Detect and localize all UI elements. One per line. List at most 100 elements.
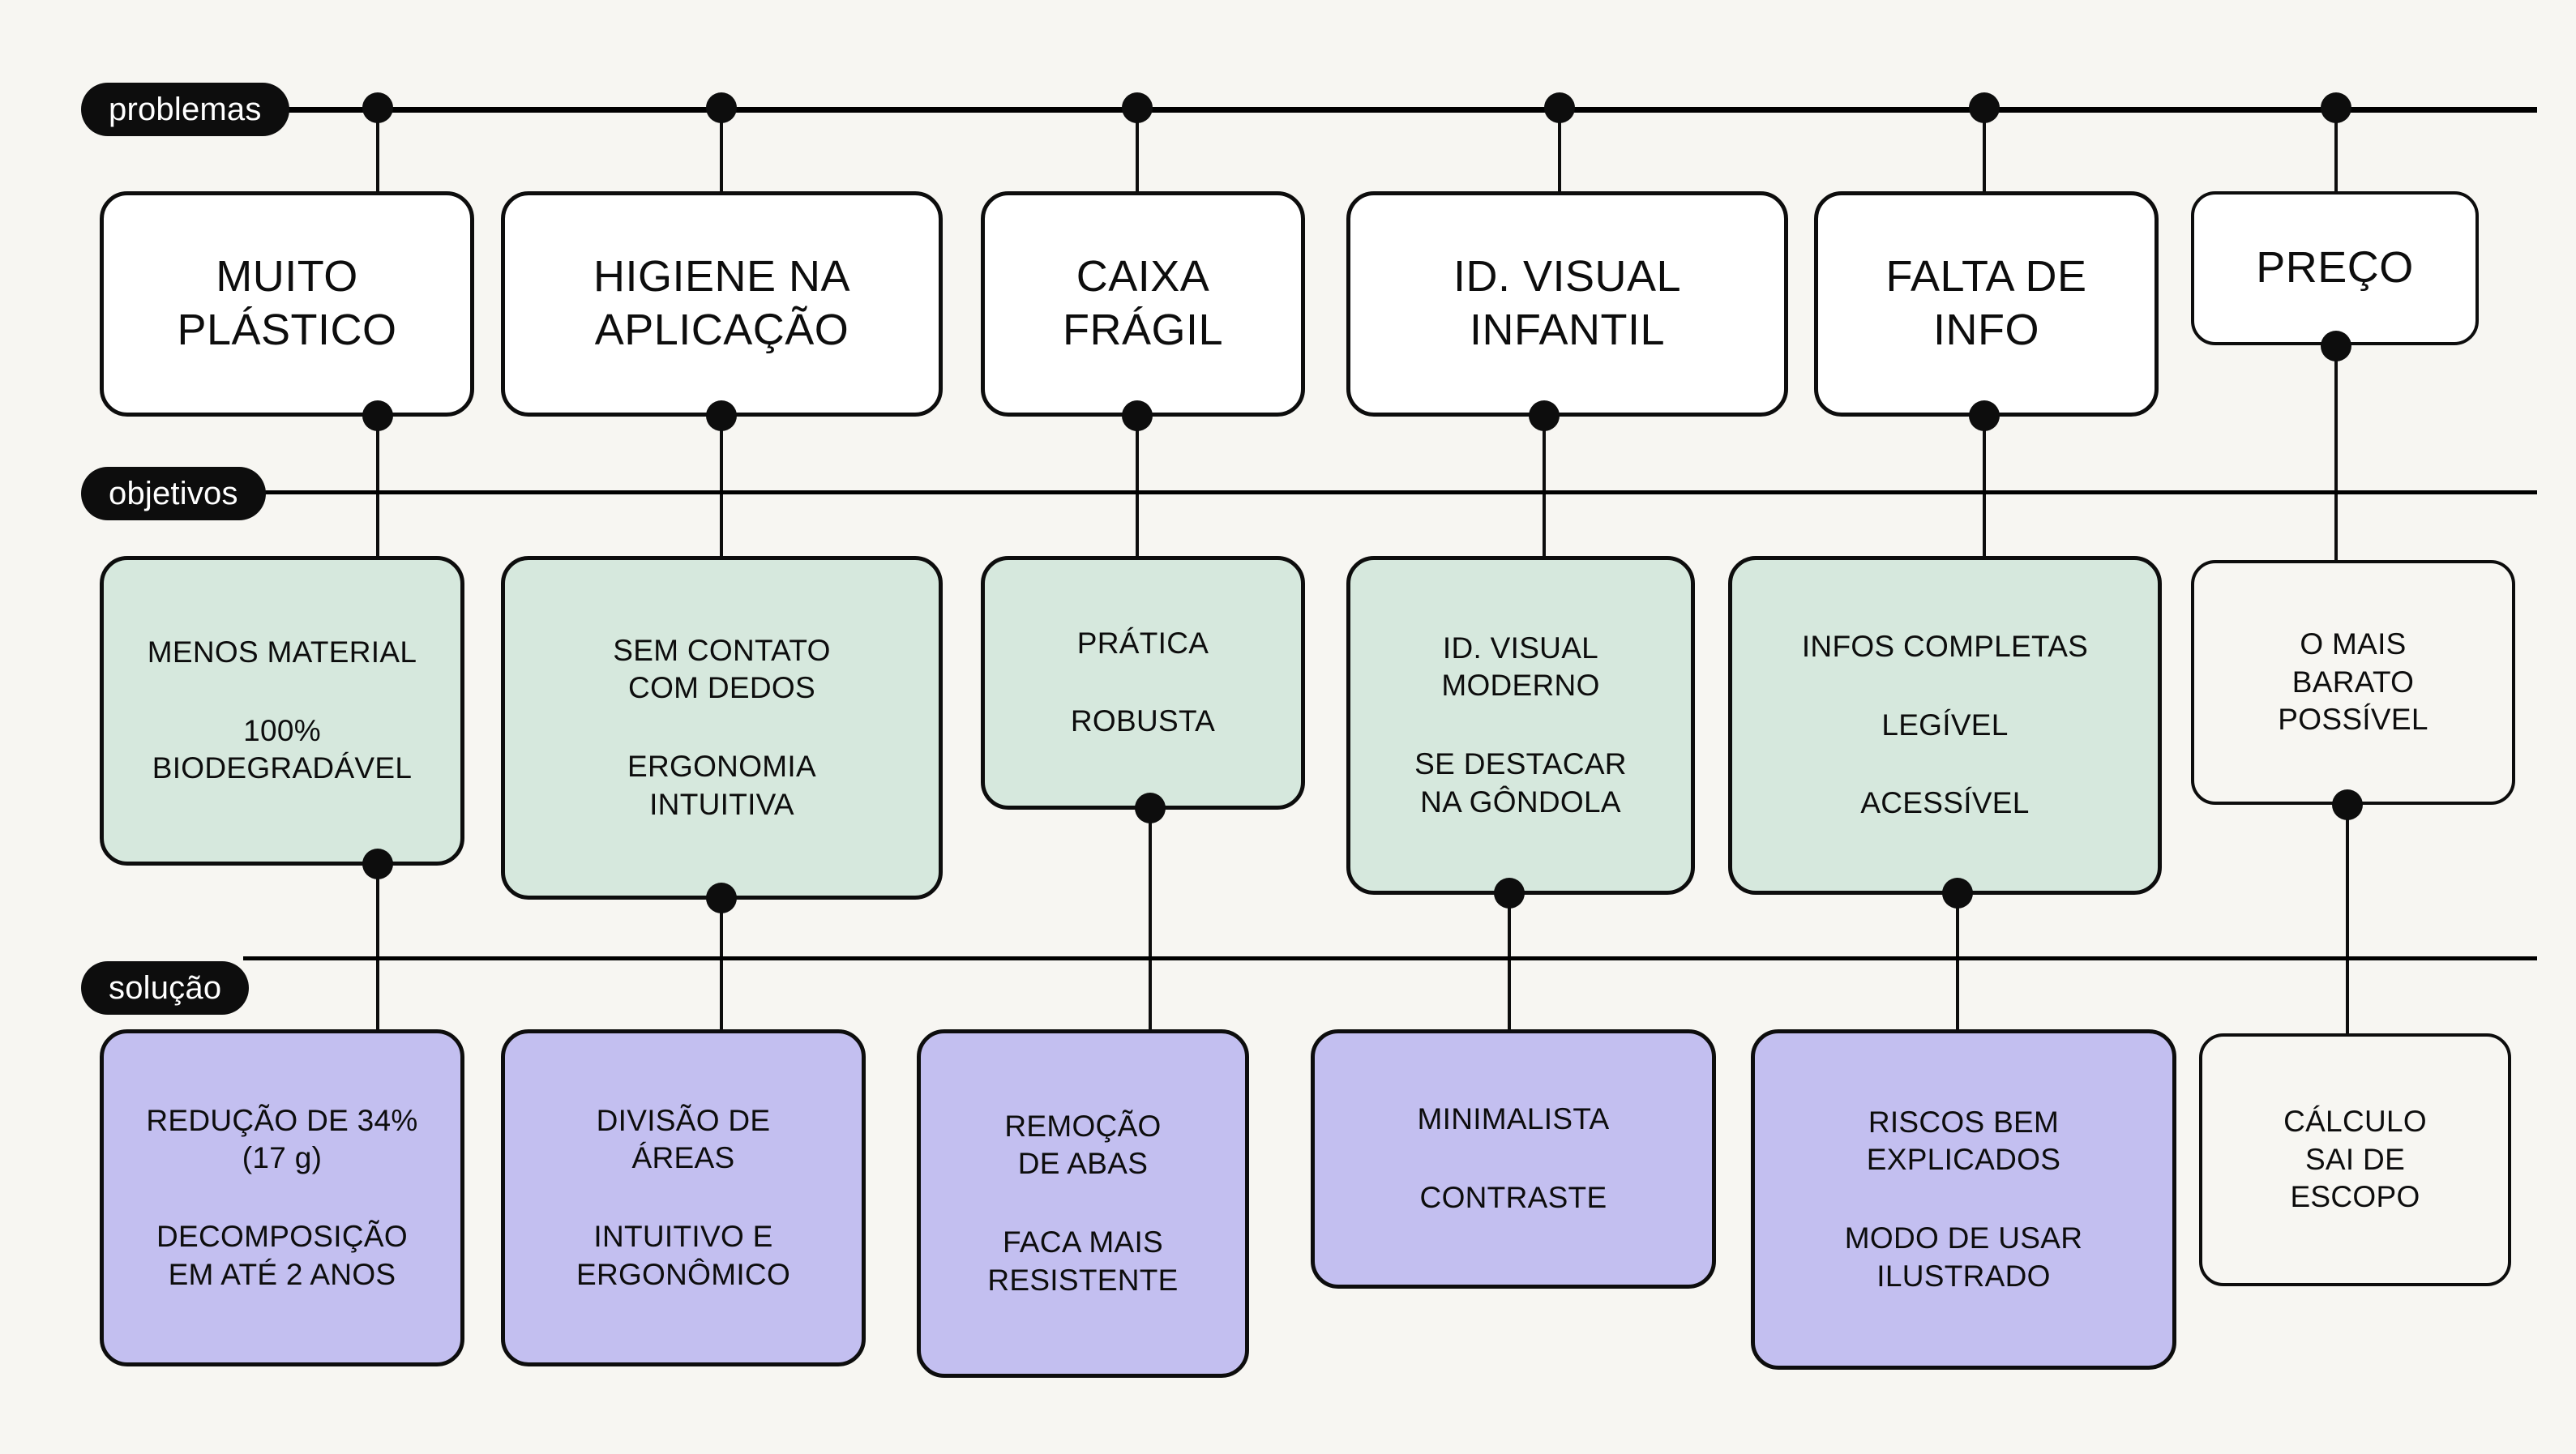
card-block: DIVISÃO DE ÁREAS [597,1102,771,1178]
card-line: INFO [1933,306,2039,354]
band-label-text: problemas [109,91,262,127]
card-block: RISCOS BEM EXPLICADOS [1867,1104,2060,1179]
card-line: HIGIENE NA [593,252,851,301]
connector-c3-problem-to-objective [1136,416,1139,558]
card-line: FRÁGIL [1062,306,1224,354]
band-label-solucao: solução [81,961,250,1015]
connector-c2-problem-to-objective [720,416,723,558]
rule-problemas [243,107,2537,113]
connector-c6-problem-down [2334,110,2338,193]
node-dot-c5-objective-bottom [1942,878,1973,909]
rule-objetivos [243,490,2537,494]
band-label-objetivos: objetivos [81,467,266,520]
node-dot-c6-problem-bottom [2321,331,2351,361]
solution-card-info[interactable]: RISCOS BEM EXPLICADOS MODO DE USAR ILUST… [1751,1029,2176,1370]
card-block: CÁLCULO SAI DE ESCOPO [2283,1103,2427,1217]
card-block: ERGONOMIA INTUITIVA [627,748,816,823]
node-dot-c6-objective-bottom [2332,789,2363,820]
solution-card-plastico[interactable]: REDUÇÃO DE 34% (17 g) DECOMPOSIÇÃO EM AT… [100,1029,464,1366]
solution-card-preco[interactable]: CÁLCULO SAI DE ESCOPO [2199,1033,2511,1286]
card-line: PRÁTICA [1076,626,1209,660]
card-line: APLICAÇÃO [594,306,849,354]
connector-c5-problem-down [1983,110,1986,193]
card-block: FACA MAIS RESISTENTE [987,1224,1178,1299]
objective-card-info[interactable]: INFOS COMPLETAS LEGÍVEL ACESSÍVEL [1728,556,2162,895]
node-dot-c4-problem-top [1544,92,1575,123]
card-line: ÁREAS [631,1141,735,1175]
node-dot-c3-problem-top [1122,92,1153,123]
problem-card-caixa[interactable]: CAIXA FRÁGIL [981,191,1305,417]
solution-card-caixa[interactable]: REMOÇÃO DE ABAS FACA MAIS RESISTENTE [917,1029,1249,1378]
objective-card-higiene[interactable]: SEM CONTATO COM DEDOS ERGONOMIA INTUITIV… [501,556,943,900]
card-line: DECOMPOSIÇÃO [156,1219,408,1253]
problem-card-higiene[interactable]: HIGIENE NA APLICAÇÃO [501,191,943,417]
card-line: REDUÇÃO DE 34% [146,1103,418,1137]
node-dot-c1-objective-bottom [362,849,393,879]
card-line: ACESSÍVEL [1860,786,2030,820]
card-line: FACA MAIS [1002,1225,1164,1259]
card-block: SE DESTACAR NA GÔNDOLA [1414,746,1627,821]
card-line: SAI DE [2304,1142,2406,1176]
card-line: RISCOS BEM [1868,1105,2060,1139]
card-line: ID. VISUAL [1442,631,1599,665]
band-label-text: solução [109,969,222,1006]
connector-c6-problem-to-objective [2334,346,2338,560]
card-line: MINIMALISTA [1417,1102,1610,1136]
objective-card-id-visual[interactable]: ID. VISUAL MODERNO SE DESTACAR NA GÔNDOL… [1346,556,1695,895]
connector-c6-objective-to-solution [2346,805,2349,1033]
card-line: MENOS MATERIAL [147,635,417,669]
connector-c2-objective-to-solution [720,898,723,1029]
node-dot-c5-problem-bottom [1969,400,2000,431]
card-line: MODO DE USAR [1844,1221,2083,1255]
connector-c4-problem-to-objective [1543,416,1546,558]
problem-card-id-visual[interactable]: ID. VISUAL INFANTIL [1346,191,1788,417]
problem-card-preco[interactable]: PREÇO [2191,191,2479,345]
solution-card-higiene[interactable]: DIVISÃO DE ÁREAS INTUITIVO E ERGONÔMICO [501,1029,866,1366]
card-line: LEGÍVEL [1881,708,2009,742]
card-line: NA GÔNDOLA [1420,785,1621,819]
band-label-problemas: problemas [81,83,289,136]
card-line: ID. VISUAL [1453,252,1682,301]
card-line: DIVISÃO DE [596,1103,771,1137]
problem-card-info[interactable]: FALTA DE INFO [1814,191,2159,417]
connector-c4-problem-down [1558,110,1561,193]
node-dot-c2-problem-bottom [706,400,737,431]
card-line: BARATO [2291,665,2415,699]
node-dot-c3-problem-bottom [1122,400,1153,431]
objective-card-plastico[interactable]: MENOS MATERIAL 100% BIODEGRADÁVEL [100,556,464,866]
card-line: POSSÍVEL [2278,703,2428,737]
objective-card-caixa[interactable]: PRÁTICA ROBUSTA [981,556,1305,810]
node-dot-c6-problem-top [2321,92,2351,123]
objective-card-preco[interactable]: O MAIS BARATO POSSÍVEL [2191,560,2515,805]
node-dot-c2-objective-bottom [706,883,737,913]
problem-card-plastico[interactable]: MUITO PLÁSTICO [100,191,474,417]
card-line: PLÁSTICO [177,306,397,354]
card-line: INFOS COMPLETAS [1801,630,2089,664]
card-line: COM DEDOS [628,671,815,705]
card-line: ERGONOMIA [627,749,816,783]
node-dot-c2-problem-top [706,92,737,123]
card-line: ESCOPO [2290,1180,2420,1214]
node-dot-c5-problem-top [1969,92,2000,123]
connector-c3-objective-to-solution [1149,808,1152,1029]
card-line: DE ABAS [1017,1147,1149,1181]
connector-c1-objective-to-solution [376,864,379,1029]
card-line: INFANTIL [1469,306,1666,354]
node-dot-c1-problem-top [362,92,393,123]
card-block: DECOMPOSIÇÃO EM ATÉ 2 ANOS [156,1218,408,1294]
node-dot-c4-problem-bottom [1529,400,1560,431]
card-line: CONTRASTE [1419,1180,1607,1214]
connector-c5-problem-to-objective [1983,416,1986,558]
solution-card-id-visual[interactable]: MINIMALISTA CONTRASTE [1311,1029,1716,1289]
card-line: 100% [243,713,321,747]
card-line: EM ATÉ 2 ANOS [168,1257,396,1291]
connector-c3-problem-down [1136,110,1139,193]
card-line: INTUITIVA [649,787,794,821]
card-line: CAIXA [1076,252,1210,301]
card-block: MODO DE USAR ILUSTRADO [1845,1220,2082,1295]
card-line: ROBUSTA [1070,704,1216,738]
connector-c1-problem-to-objective [376,416,379,558]
card-block: REMOÇÃO DE ABAS [1004,1108,1161,1183]
connector-c4-objective-to-solution [1508,893,1511,1029]
card-line: PREÇO [2256,243,2414,293]
